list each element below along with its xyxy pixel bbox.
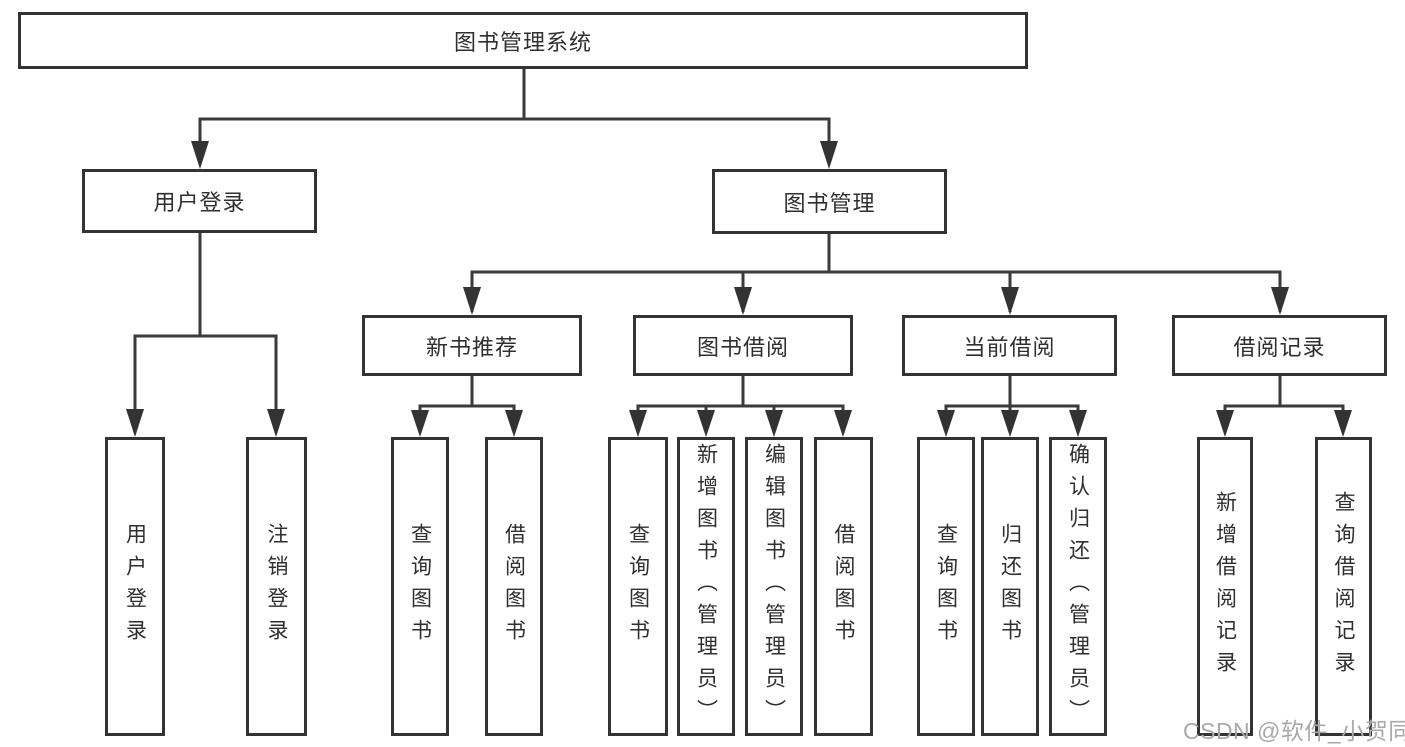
node-leaf-recommend-borrow: 借阅图书	[485, 437, 543, 736]
node-leaf-borrow-add-label: 新增图书（管理员）	[694, 442, 718, 731]
node-leaf-current-return-label: 归还图书	[998, 522, 1022, 651]
node-borrowing-records-label: 借阅记录	[1233, 334, 1326, 360]
node-leaf-borrow-query-label: 查询图书	[626, 522, 650, 651]
node-leaf-borrow-borrow: 借阅图书	[814, 437, 873, 736]
csdn-watermark: CSDN @软件_小贺同学	[1183, 718, 1405, 744]
node-book-management-label: 图书管理	[783, 190, 876, 216]
node-leaf-current-confirm-label: 确认归还（管理员）	[1066, 442, 1090, 731]
node-leaf-current-return: 归还图书	[981, 437, 1039, 736]
node-leaf-current-query: 查询图书	[917, 437, 975, 736]
node-root-label: 图书管理系统	[453, 29, 592, 55]
node-leaf-user-login: 用户登录	[105, 437, 165, 736]
node-user-login-label: 用户登录	[153, 190, 246, 215]
node-current-borrowing-label: 当前借阅	[963, 334, 1056, 360]
node-book-borrowing: 图书借阅	[633, 315, 853, 376]
node-current-borrowing: 当前借阅	[902, 315, 1117, 376]
node-leaf-record-query: 查询借阅记录	[1315, 437, 1372, 736]
node-leaf-record-add-label: 新增借阅记录	[1213, 490, 1237, 683]
node-leaf-recommend-borrow-label: 借阅图书	[502, 522, 526, 651]
node-leaf-borrow-query: 查询图书	[608, 437, 668, 736]
node-leaf-logout-label: 注销登录	[265, 522, 288, 651]
node-leaf-recommend-query-label: 查询图书	[408, 522, 432, 651]
node-leaf-borrow-borrow-label: 借阅图书	[832, 522, 855, 651]
node-leaf-user-login-label: 用户登录	[123, 522, 147, 651]
node-borrowing-records: 借阅记录	[1172, 315, 1387, 376]
node-leaf-recommend-query: 查询图书	[391, 437, 449, 736]
node-book-management: 图书管理	[712, 169, 947, 234]
node-leaf-current-query-label: 查询图书	[934, 522, 958, 651]
node-leaf-record-query-label: 查询借阅记录	[1332, 490, 1355, 683]
node-book-borrowing-label: 图书借阅	[696, 334, 789, 360]
node-user-login: 用户登录	[82, 169, 317, 233]
node-new-book-recommendation: 新书推荐	[362, 315, 582, 376]
node-new-book-recommendation-label: 新书推荐	[425, 334, 518, 360]
node-leaf-borrow-edit: 编辑图书（管理员）	[745, 437, 803, 736]
node-leaf-record-add: 新增借阅记录	[1197, 437, 1253, 736]
node-root: 图书管理系统	[18, 12, 1028, 69]
node-leaf-logout: 注销登录	[246, 437, 307, 736]
node-leaf-current-confirm: 确认归还（管理员）	[1049, 437, 1107, 736]
node-leaf-borrow-edit-label: 编辑图书（管理员）	[762, 442, 786, 731]
node-leaf-borrow-add: 新增图书（管理员）	[677, 437, 735, 736]
